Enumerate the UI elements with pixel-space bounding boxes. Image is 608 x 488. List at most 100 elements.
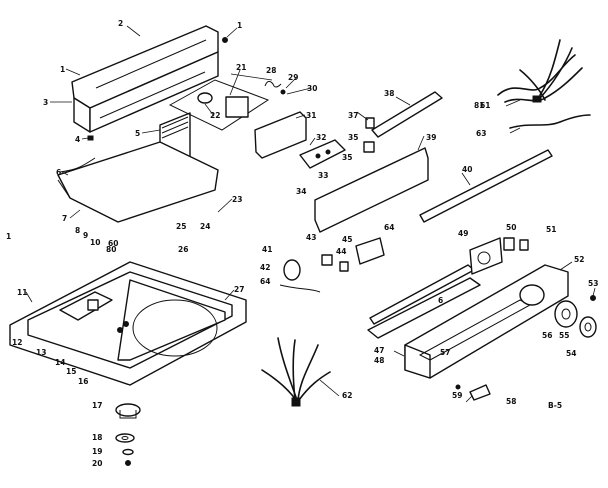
switch-43-45 bbox=[321, 237, 385, 272]
callout-63: 63 bbox=[476, 129, 486, 138]
callout-39: 39 bbox=[426, 133, 436, 142]
callout-12: 12 bbox=[12, 338, 22, 347]
callout-5: 5 bbox=[135, 129, 140, 138]
callout-1: 1 bbox=[237, 21, 242, 30]
callout-30: 30 bbox=[307, 84, 317, 93]
callout-9: 9 bbox=[83, 231, 88, 240]
callout-23: 23 bbox=[232, 195, 242, 204]
callout-58: 58 bbox=[506, 397, 516, 406]
leader-lines bbox=[25, 25, 596, 403]
callout-51: 51 bbox=[546, 225, 556, 234]
callout-43: 43 bbox=[306, 233, 316, 242]
wire-harness-61 bbox=[497, 39, 583, 103]
callout-11: 11 bbox=[17, 288, 27, 297]
callout-42: 42 bbox=[260, 263, 270, 272]
wire-63 bbox=[509, 114, 591, 129]
callout-labels: 1 2 1 3 4 5 6 7 8 9 10 1 80 11 12 13 14 … bbox=[6, 19, 598, 468]
callout-37: 37 bbox=[348, 111, 358, 120]
callout-64: 64 bbox=[260, 277, 270, 286]
callout-4: 4 bbox=[75, 135, 80, 144]
screw-20 bbox=[125, 460, 131, 466]
callout-44: 44 bbox=[336, 247, 346, 256]
clip-37 bbox=[365, 117, 375, 129]
callout-61: 61 bbox=[480, 101, 490, 110]
screw-59 bbox=[455, 384, 461, 390]
callout-54: 54 bbox=[566, 349, 576, 358]
screw-1-top bbox=[222, 37, 228, 43]
lid-switch-assembly bbox=[59, 291, 129, 333]
wire-harness-62 bbox=[261, 337, 331, 407]
callout-10: 10 bbox=[90, 238, 100, 247]
screw-4 bbox=[87, 135, 94, 141]
callout-21: 21 bbox=[236, 63, 246, 72]
washer-19 bbox=[122, 448, 134, 456]
callout-64: 64 bbox=[384, 223, 394, 232]
control-panel-52 bbox=[404, 264, 569, 379]
callout-35: 35 bbox=[342, 153, 352, 162]
callout-60: 60 bbox=[108, 239, 118, 248]
callout-80: 80 bbox=[106, 245, 116, 254]
callout-32: 32 bbox=[316, 133, 326, 142]
callout-52: 52 bbox=[574, 255, 584, 264]
callout-48: 48 bbox=[374, 356, 384, 365]
callout-49: 49 bbox=[458, 229, 468, 238]
washer-18 bbox=[115, 433, 135, 443]
callout-35: 35 bbox=[348, 133, 358, 142]
knob-54 bbox=[579, 316, 597, 338]
trim-strip-40 bbox=[419, 149, 553, 223]
callout-53: 53 bbox=[588, 279, 598, 288]
callout-25: 25 bbox=[176, 222, 186, 231]
callout-8: 8 bbox=[75, 226, 80, 235]
callout-6: 6 bbox=[438, 296, 443, 305]
callout-1: 1 bbox=[6, 232, 11, 241]
callout-18: 18 bbox=[92, 433, 102, 442]
callout-29: 29 bbox=[288, 73, 298, 82]
page-code: B-5 bbox=[548, 401, 562, 410]
callout-41: 41 bbox=[262, 245, 272, 254]
callout-27: 27 bbox=[234, 285, 244, 294]
callout-55: 55 bbox=[559, 331, 569, 340]
callout-24: 24 bbox=[200, 222, 210, 231]
selector-switch-42 bbox=[279, 259, 321, 293]
callout-33: 33 bbox=[318, 171, 328, 180]
rod-38 bbox=[371, 91, 443, 138]
callout-13: 13 bbox=[36, 348, 46, 357]
callout-81: 81 bbox=[474, 101, 484, 110]
callout-17: 17 bbox=[92, 401, 102, 410]
callout-22: 22 bbox=[210, 111, 220, 120]
bracket-31 bbox=[254, 111, 307, 159]
screw-53 bbox=[590, 295, 596, 301]
callout-26: 26 bbox=[178, 245, 188, 254]
transformer-assembly-21 bbox=[168, 79, 270, 131]
callout-47: 47 bbox=[374, 346, 384, 355]
knob-55 bbox=[554, 300, 578, 328]
callout-45: 45 bbox=[342, 235, 352, 244]
callout-1: 1 bbox=[60, 65, 65, 74]
control-plate-6 bbox=[57, 141, 219, 223]
callout-7: 7 bbox=[62, 214, 67, 223]
callout-16: 16 bbox=[78, 377, 88, 386]
callout-31: 31 bbox=[306, 111, 316, 120]
cap-17 bbox=[115, 403, 141, 419]
callout-34: 34 bbox=[296, 187, 306, 196]
bracket-49 bbox=[469, 237, 503, 275]
backguard-top-panel bbox=[71, 25, 219, 133]
switch-50-51 bbox=[503, 237, 529, 251]
callout-3: 3 bbox=[43, 98, 48, 107]
pressure-switch-32-34 bbox=[299, 139, 346, 169]
callout-28: 28 bbox=[266, 66, 276, 75]
callout-2: 2 bbox=[118, 19, 123, 28]
console-support-39 bbox=[314, 147, 429, 233]
callout-56: 56 bbox=[542, 331, 552, 340]
callout-38: 38 bbox=[384, 89, 394, 98]
clip-35 bbox=[363, 141, 375, 153]
callout-59: 59 bbox=[452, 391, 462, 400]
callout-57: 57 bbox=[440, 348, 450, 357]
bracket-58 bbox=[469, 384, 491, 401]
callout-62: 62 bbox=[342, 391, 352, 400]
callout-6: 6 bbox=[56, 168, 61, 177]
switch-28-30 bbox=[264, 80, 286, 95]
callout-14: 14 bbox=[55, 358, 65, 367]
callout-19: 19 bbox=[92, 447, 102, 456]
